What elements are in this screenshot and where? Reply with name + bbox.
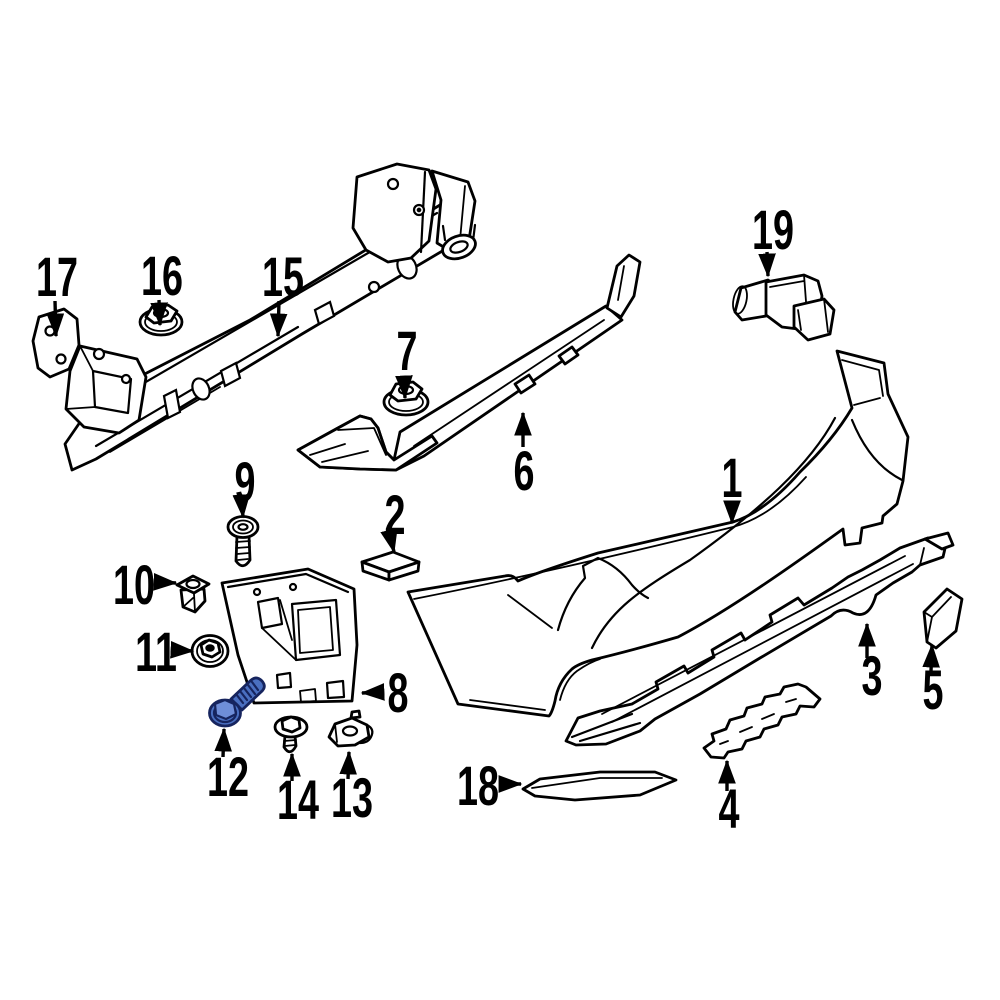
callout-4: 4 — [718, 759, 740, 840]
callout-number-17: 17 — [36, 245, 78, 308]
callout-arrow-12 — [214, 727, 233, 758]
part-3-lower-trim-rail — [564, 531, 955, 747]
callout-number-8: 8 — [388, 661, 409, 724]
callout-11: 11 — [135, 620, 195, 683]
callout-arrow-5 — [922, 643, 940, 672]
part-2-spacer-pad — [360, 550, 421, 582]
callout-number-15: 15 — [262, 245, 304, 308]
callout-13: 13 — [331, 750, 373, 829]
callout-6: 6 — [514, 411, 535, 502]
callout-number-19: 19 — [752, 198, 794, 261]
callout-14: 14 — [277, 752, 319, 831]
callout-number-10: 10 — [113, 553, 155, 616]
callout-17: 17 — [36, 245, 78, 338]
part-10-expansion-clip — [175, 574, 211, 614]
callout-3: 3 — [858, 622, 883, 707]
callout-16: 16 — [141, 244, 183, 327]
callout-number-2: 2 — [385, 483, 406, 546]
part-4-mounting-rail — [702, 682, 822, 760]
callout-arrow-8 — [360, 683, 385, 701]
callout-1: 1 — [722, 446, 743, 525]
callout-arrow-11 — [170, 640, 195, 659]
callout-5: 5 — [922, 643, 944, 721]
callout-arrow-17 — [46, 300, 65, 338]
part-5-side-support — [922, 587, 964, 650]
callout-number-14: 14 — [277, 768, 319, 831]
callout-arrow-2 — [380, 528, 398, 554]
callout-arrow-19 — [758, 251, 776, 278]
callout-arrow-16 — [150, 299, 168, 327]
part-13-clamp-clip — [327, 709, 374, 748]
callout-7: 7 — [395, 319, 418, 400]
callout-number-13: 13 — [331, 766, 373, 829]
callout-arrow-10 — [153, 573, 178, 591]
part-18-reflector — [521, 770, 678, 802]
callout-8: 8 — [360, 661, 409, 724]
callout-number-6: 6 — [514, 439, 535, 502]
callout-number-18: 18 — [457, 754, 499, 817]
part-11-plastic-nut — [190, 634, 230, 668]
callout-15: 15 — [262, 245, 304, 338]
callout-9: 9 — [232, 450, 256, 519]
callout-number-3: 3 — [862, 644, 883, 707]
callout-number-7: 7 — [397, 319, 418, 382]
callout-19: 19 — [752, 198, 794, 278]
callout-number-1: 1 — [722, 446, 743, 509]
callout-arrow-15 — [269, 300, 288, 338]
part-14-screw — [273, 715, 309, 754]
callout-arrow-13 — [339, 750, 358, 780]
part-8-side-bracket — [220, 567, 359, 705]
part-1-bumper-cover — [406, 349, 910, 718]
part-9-screw — [226, 515, 260, 568]
callout-12: 12 — [207, 727, 249, 808]
part-19-parking-sensor — [732, 273, 836, 342]
callout-2: 2 — [380, 483, 406, 554]
callout-number-12: 12 — [207, 745, 249, 808]
callout-number-9: 9 — [235, 450, 256, 513]
callout-number-16: 16 — [141, 244, 183, 307]
callout-10: 10 — [113, 553, 178, 616]
part-15-impact-bar — [63, 162, 477, 472]
callout-arrow-7 — [395, 375, 413, 400]
callout-18: 18 — [457, 754, 523, 817]
callout-number-5: 5 — [923, 658, 944, 721]
callout-arrow-9 — [232, 493, 251, 519]
part-12-bolt-highlighted — [208, 676, 266, 728]
part-17-end-plate — [31, 307, 81, 379]
part-6-energy-absorber — [296, 253, 642, 472]
callout-number-4: 4 — [719, 777, 740, 840]
callout-number-11: 11 — [135, 620, 177, 683]
